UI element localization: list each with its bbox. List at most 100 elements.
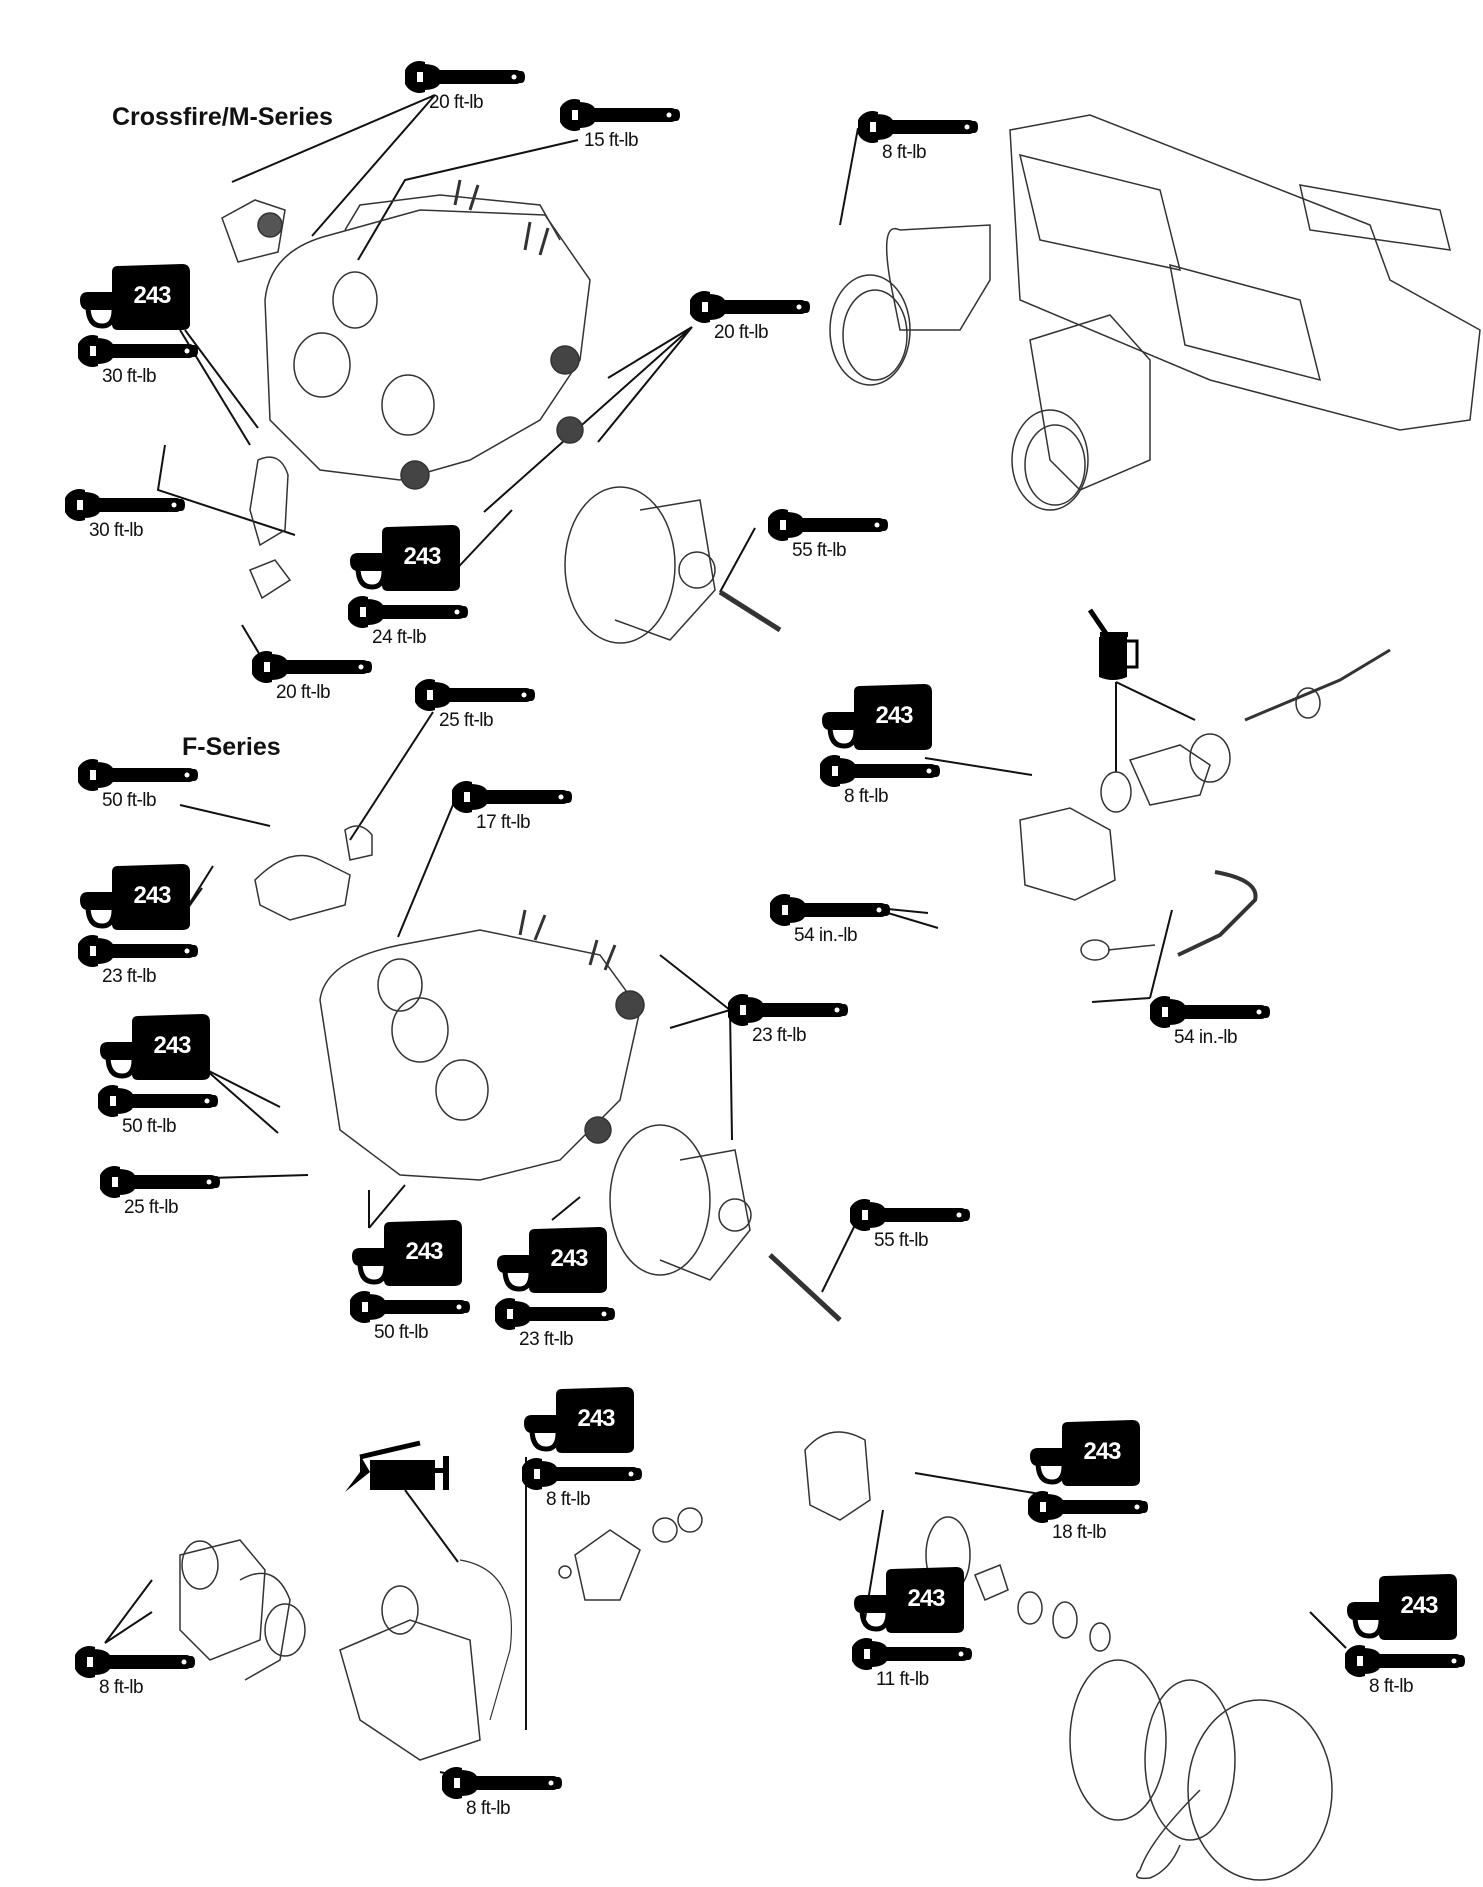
torque-callout-loctite: 243 11 ft-lb <box>852 1565 1002 1691</box>
loctite-243-tag-icon: 243 <box>350 1218 470 1288</box>
wrench-icon <box>252 650 372 684</box>
intake-assembly <box>829 114 1481 511</box>
torque-label: 23 ft-lb <box>519 1329 574 1350</box>
torque-label: 17 ft-lb <box>476 812 531 833</box>
loctite-243-tag-icon: 243 <box>1028 1418 1148 1488</box>
loctite-243-tag-icon: 243 <box>78 262 198 332</box>
wrench-icon <box>98 1084 218 1118</box>
torque-label: 50 ft-lb <box>374 1322 429 1343</box>
torque-label: 55 ft-lb <box>792 540 847 561</box>
loctite-243-tag-icon: 243 <box>495 1225 615 1295</box>
torque-label: 8 ft-lb <box>1369 1676 1414 1697</box>
torque-label: 30 ft-lb <box>102 366 157 387</box>
loctite-243-tag-icon: 243 <box>852 1565 972 1635</box>
wrench-icon <box>852 1637 972 1671</box>
loctite-243-tag-icon: 243 <box>348 523 468 593</box>
torque-callout: 17 ft-lb <box>452 780 602 834</box>
torque-label: 8 ft-lb <box>466 1798 511 1819</box>
recoil-starter-assembly <box>804 1431 1333 1881</box>
torque-label: 8 ft-lb <box>99 1677 144 1698</box>
torque-label: 30 ft-lb <box>89 520 144 541</box>
torque-callout-loctite: 243 8 ft-lb <box>820 682 970 808</box>
torque-label: 23 ft-lb <box>752 1025 807 1046</box>
wrench-icon <box>452 780 572 814</box>
torque-callout: 54 in.-lb <box>1150 995 1300 1049</box>
wrench-icon <box>415 678 535 712</box>
wrench-icon <box>350 1290 470 1324</box>
torque-callout-loctite: 243 18 ft-lb <box>1028 1418 1178 1544</box>
torque-callout: 54 in.-lb <box>770 893 920 947</box>
water-pump-assembly <box>179 1507 703 1761</box>
fseries-engine <box>254 825 842 1322</box>
loctite-243-tag-icon: 243 <box>522 1385 642 1455</box>
wrench-icon <box>1028 1490 1148 1524</box>
torque-label: 55 ft-lb <box>874 1230 929 1251</box>
torque-callout: 8 ft-lb <box>858 110 1008 164</box>
torque-callout-loctite: 243 8 ft-lb <box>1345 1572 1483 1698</box>
wrench-icon <box>442 1766 562 1800</box>
torque-label: 25 ft-lb <box>439 710 494 731</box>
torque-label: 50 ft-lb <box>102 790 157 811</box>
wrench-icon <box>348 595 468 629</box>
torque-label: 23 ft-lb <box>102 966 157 987</box>
wrench-icon <box>78 758 198 792</box>
torque-label: 18 ft-lb <box>1052 1522 1107 1543</box>
oil-pump-assembly <box>1019 648 1391 961</box>
torque-label: 54 in.-lb <box>1174 1027 1238 1048</box>
wrench-icon <box>728 993 848 1027</box>
torque-callout: 25 ft-lb <box>100 1165 250 1219</box>
wrench-icon <box>858 110 978 144</box>
loctite-243-tag-icon: 243 <box>1345 1572 1465 1642</box>
torque-callout-loctite: 243 8 ft-lb <box>522 1385 672 1511</box>
wrench-icon <box>820 754 940 788</box>
torque-callout-loctite: 243 23 ft-lb <box>495 1225 645 1351</box>
torque-callout-loctite: 243 23 ft-lb <box>78 862 228 988</box>
crossfire-series-title: Crossfire/M-Series <box>112 103 333 131</box>
loctite-243-tag-icon: 243 <box>820 682 940 752</box>
torque-callout-loctite: 243 50 ft-lb <box>350 1218 500 1344</box>
torque-callout: 30 ft-lb <box>65 488 215 542</box>
torque-callout-loctite: 243 30 ft-lb <box>78 262 228 388</box>
wrench-icon <box>850 1198 970 1232</box>
loctite-243-tag-icon: 243 <box>78 862 198 932</box>
torque-label: 11 ft-lb <box>876 1669 929 1690</box>
torque-callout: 55 ft-lb <box>768 508 918 562</box>
wrench-icon <box>100 1165 220 1199</box>
fseries-title: F-Series <box>182 733 281 761</box>
torque-label: 20 ft-lb <box>714 322 769 343</box>
wrench-icon <box>770 893 890 927</box>
torque-label: 8 ft-lb <box>882 142 927 163</box>
torque-callout: 20 ft-lb <box>405 60 555 114</box>
torque-callout: 25 ft-lb <box>415 678 565 732</box>
torque-label: 8 ft-lb <box>546 1489 591 1510</box>
torque-label: 20 ft-lb <box>429 92 484 113</box>
wrench-icon <box>78 334 198 368</box>
torque-label: 54 in.-lb <box>794 925 858 946</box>
torque-callout: 20 ft-lb <box>690 290 840 344</box>
wrench-icon <box>768 508 888 542</box>
wrench-icon <box>1345 1644 1465 1678</box>
grease-gun-icon <box>345 1440 455 1500</box>
torque-callout: 50 ft-lb <box>78 758 228 812</box>
torque-callout-loctite: 243 24 ft-lb <box>348 523 498 649</box>
torque-label: 8 ft-lb <box>844 786 889 807</box>
torque-label: 20 ft-lb <box>276 682 331 703</box>
torque-callout-loctite: 243 50 ft-lb <box>98 1012 248 1138</box>
wrench-icon <box>405 60 525 94</box>
oil-can-icon <box>1085 605 1145 685</box>
torque-label: 25 ft-lb <box>124 1197 179 1218</box>
torque-callout: 8 ft-lb <box>442 1766 592 1820</box>
torque-callout: 23 ft-lb <box>728 993 878 1047</box>
wrench-icon <box>65 488 185 522</box>
wrench-icon <box>560 98 680 132</box>
wrench-icon <box>78 934 198 968</box>
wrench-icon <box>495 1297 615 1331</box>
torque-label: 24 ft-lb <box>372 627 427 648</box>
torque-callout: 55 ft-lb <box>850 1198 1000 1252</box>
torque-callout: 15 ft-lb <box>560 98 710 152</box>
crossfire-engine <box>221 179 782 644</box>
torque-callout: 8 ft-lb <box>75 1645 225 1699</box>
torque-label: 50 ft-lb <box>122 1116 177 1137</box>
